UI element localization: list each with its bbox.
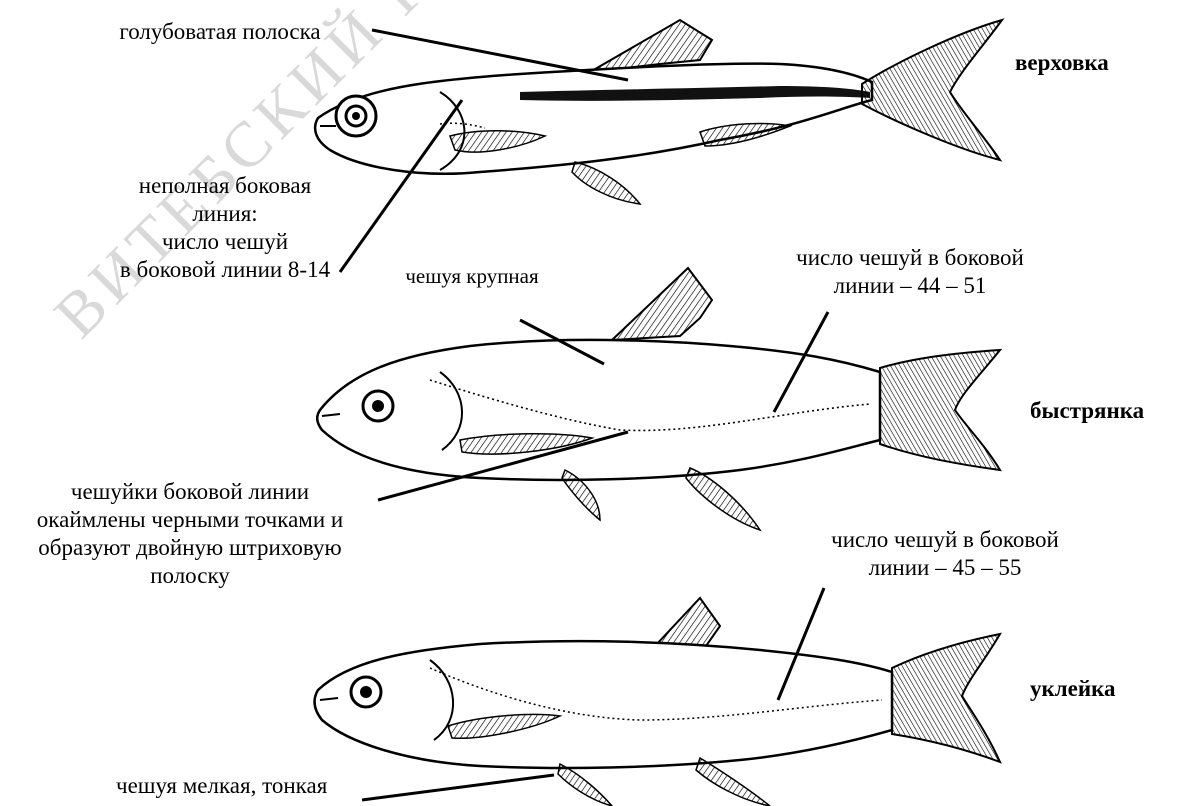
verkhovka-tail [862,20,1002,160]
label-incomplete-lateral-line: неполная боковая линия: число чешуй в бо… [60,172,390,284]
label-large-scales: чешуя крупная [372,262,572,290]
label-small-scales: чешуя мелкая, тонкая [116,772,327,800]
leader-small-scales [362,775,554,800]
label-bystryanka-scale-count: число чешуй в боковой линии – 44 – 51 [745,244,1075,300]
ukleyka-tail [892,634,1000,762]
verkhovka-anal-fin [572,162,640,204]
bystryanka-dorsal-fin [612,268,712,340]
ukleyka-pelvic-fin [696,758,770,806]
leader-blue-stripe [372,30,628,80]
verkhovka-body [315,64,872,174]
ukleyka-anal-fin [558,764,612,806]
fish-bystryanka [317,268,1000,530]
fish-ukleyka [315,598,1000,806]
fish-verkhovka [315,20,1002,204]
species-name-verkhovka: верховка [1015,50,1109,76]
label-double-dotted-line: чешуйки боковой линии окаймлены черными … [0,478,380,590]
species-name-ukleyka: уклейка [1030,676,1116,702]
ukleyka-body [315,641,892,768]
bystryanka-pelvic-fin [686,468,760,530]
label-blue-stripe: голубоватая полоска [72,18,368,46]
species-name-bystryanka: быстрянка [1030,398,1144,424]
label-ukleyka-scale-count: число чешуй в боковой линии – 45 – 55 [780,526,1110,582]
bystryanka-tail [880,350,1000,470]
